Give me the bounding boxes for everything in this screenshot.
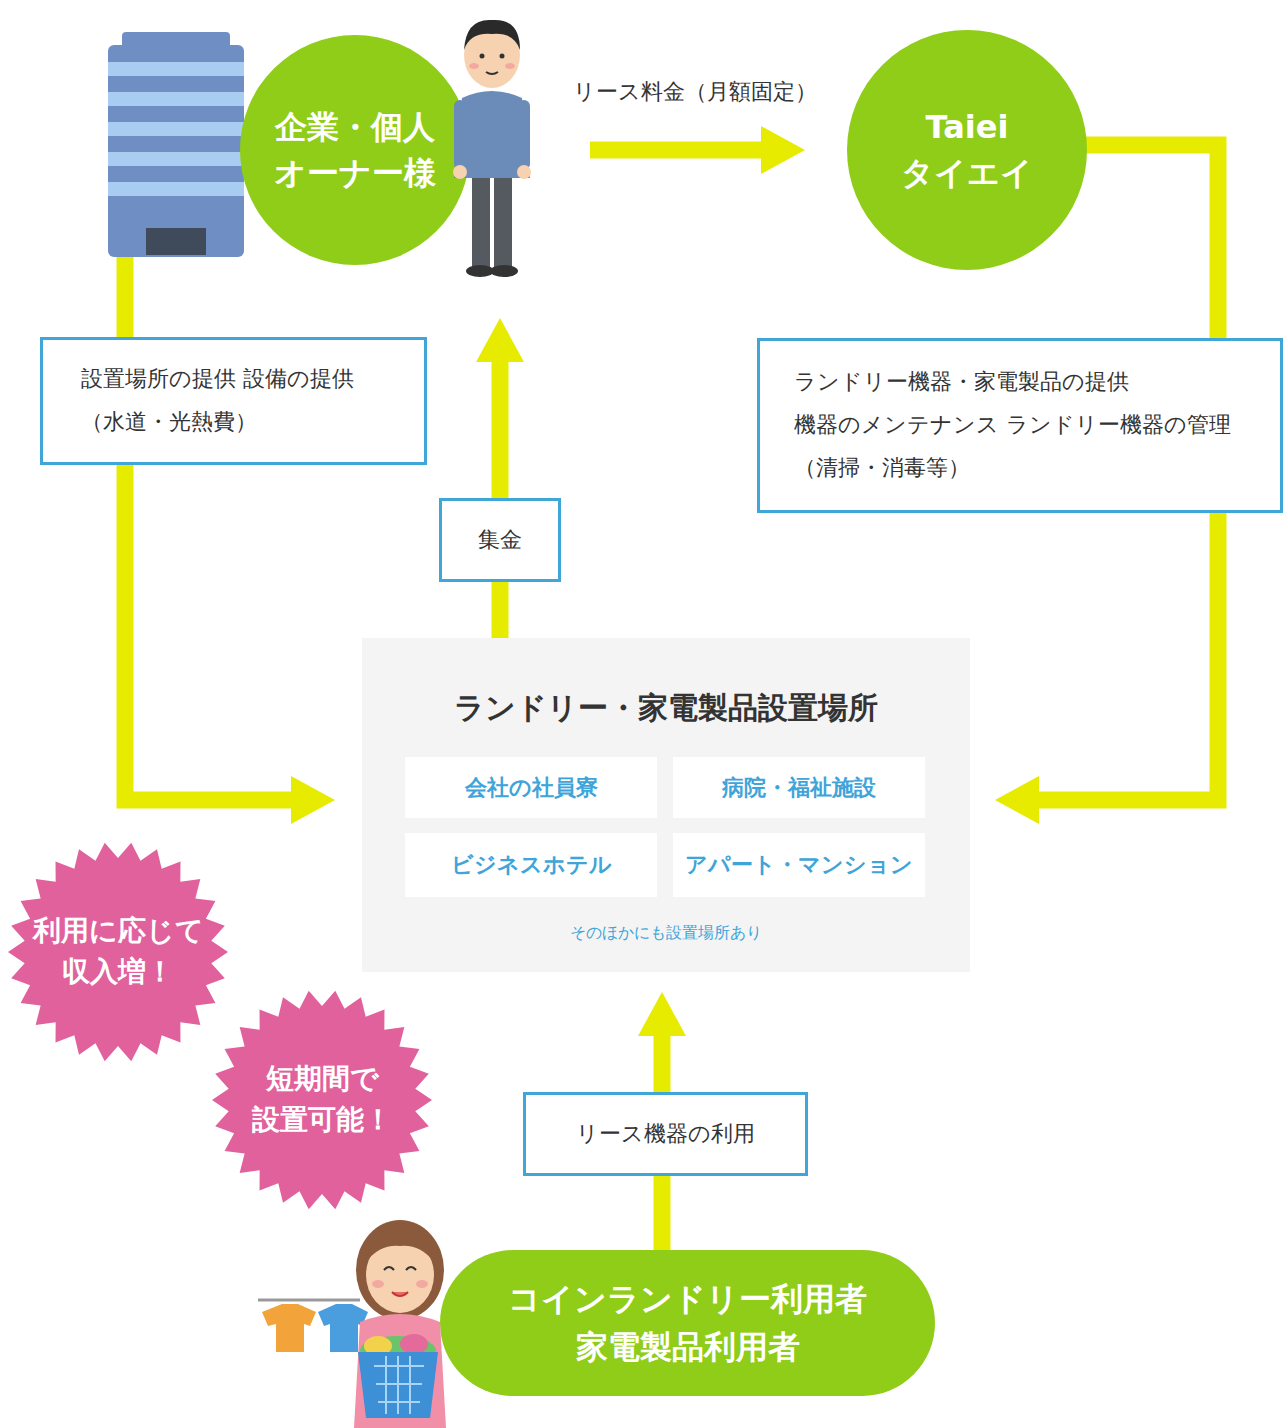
laundry-woman bbox=[258, 1220, 446, 1428]
node-text: そのほかにも設置場所あり bbox=[362, 923, 970, 944]
circle-node: Taiei タイエイ bbox=[847, 30, 1087, 270]
building-roof bbox=[122, 32, 230, 48]
edge-label: リース機器の利用 bbox=[523, 1092, 808, 1177]
edge-label: ランドリー機器・家電製品の提供 機器のメンテナンス ランドリー機器の管理（清掃・… bbox=[757, 338, 1283, 513]
cell-node: 会社の社員寮 bbox=[405, 757, 657, 818]
connector-group bbox=[590, 126, 805, 174]
arrow-head bbox=[995, 776, 1039, 824]
node-text: 病院・福祉施設 bbox=[722, 773, 876, 803]
starburst-fill bbox=[8, 843, 228, 1061]
node-text: 企業・個人 オーナー様 bbox=[255, 104, 455, 197]
burst-node: 利用に応じて 収入増！ bbox=[8, 842, 228, 1062]
building-door bbox=[146, 228, 206, 255]
node-text: 短期間で 設置可能！ bbox=[227, 1059, 417, 1140]
connector-group bbox=[476, 318, 524, 638]
owner-man bbox=[453, 20, 531, 277]
cell-node: ビジネスホテル bbox=[405, 833, 657, 897]
arrow-head bbox=[638, 992, 686, 1036]
circle-node: 企業・個人 オーナー様 bbox=[240, 35, 470, 265]
node-text: 会社の社員寮 bbox=[465, 773, 598, 803]
arrow-head bbox=[291, 776, 335, 824]
cell-node: 病院・福祉施設 bbox=[673, 757, 925, 818]
edge-label: リース料金（月額固定） bbox=[573, 71, 817, 114]
cell-node: アパート・マンション bbox=[673, 833, 925, 897]
edge-label: 設置場所の提供 設備の提供（水道・光熱費） bbox=[40, 337, 427, 465]
node-text: ビジネスホテル bbox=[451, 850, 612, 880]
panel-node: ランドリー・家電製品設置場所そのほかにも設置場所あり 会社の社員寮 病院・福祉施設ビ… bbox=[362, 638, 970, 972]
node-text: ランドリー・家電製品設置場所 bbox=[362, 688, 970, 729]
building-windows bbox=[108, 62, 244, 196]
node-text: コインランドリー利用者 家電製品利用者 bbox=[488, 1275, 888, 1371]
starburst-shape bbox=[212, 990, 432, 1210]
pill-node: コインランドリー利用者 家電製品利用者 bbox=[440, 1250, 935, 1396]
connector-line bbox=[125, 245, 291, 800]
edge-label: 集金 bbox=[439, 498, 561, 583]
arrow-head bbox=[761, 126, 805, 174]
node-text: 利用に応じて 収入増！ bbox=[23, 911, 213, 992]
connector-line bbox=[590, 142, 761, 159]
building-body bbox=[108, 45, 244, 257]
starburst-fill bbox=[212, 991, 432, 1209]
burst-node: 短期間で 設置可能！ bbox=[212, 990, 432, 1210]
arrow-head bbox=[476, 318, 524, 362]
node-text: Taiei タイエイ bbox=[867, 104, 1067, 197]
starburst-shape bbox=[8, 842, 228, 1062]
node-text: アパート・マンション bbox=[685, 850, 913, 880]
connector-group bbox=[125, 245, 335, 824]
